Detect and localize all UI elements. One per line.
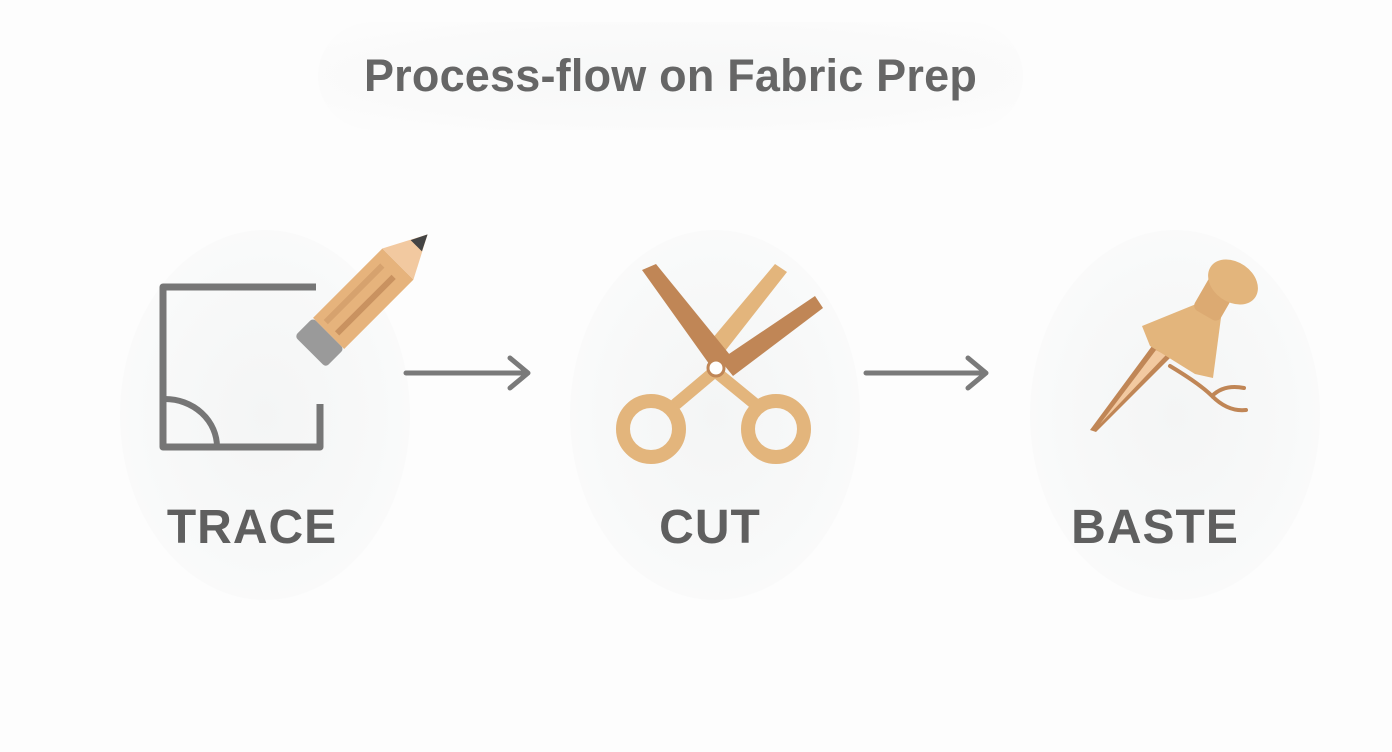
- step-label-baste: BASTE: [1071, 501, 1239, 554]
- step-label-cut: CUT: [659, 501, 761, 554]
- step-label-trace: TRACE: [166, 501, 338, 554]
- title-container: Process-flow on Fabric Prep: [318, 22, 1023, 130]
- scissors-icon: [616, 264, 823, 464]
- cut-background-glow: [570, 230, 860, 600]
- diagram-title: Process-flow on Fabric Prep: [363, 50, 978, 101]
- baste-background-glow: [1030, 230, 1320, 600]
- arrow-right-icon: [863, 355, 989, 391]
- push-pin-icon: [1090, 259, 1258, 432]
- arrow-right-icon: [403, 355, 531, 391]
- pencil-tracing-square-icon: [159, 234, 428, 451]
